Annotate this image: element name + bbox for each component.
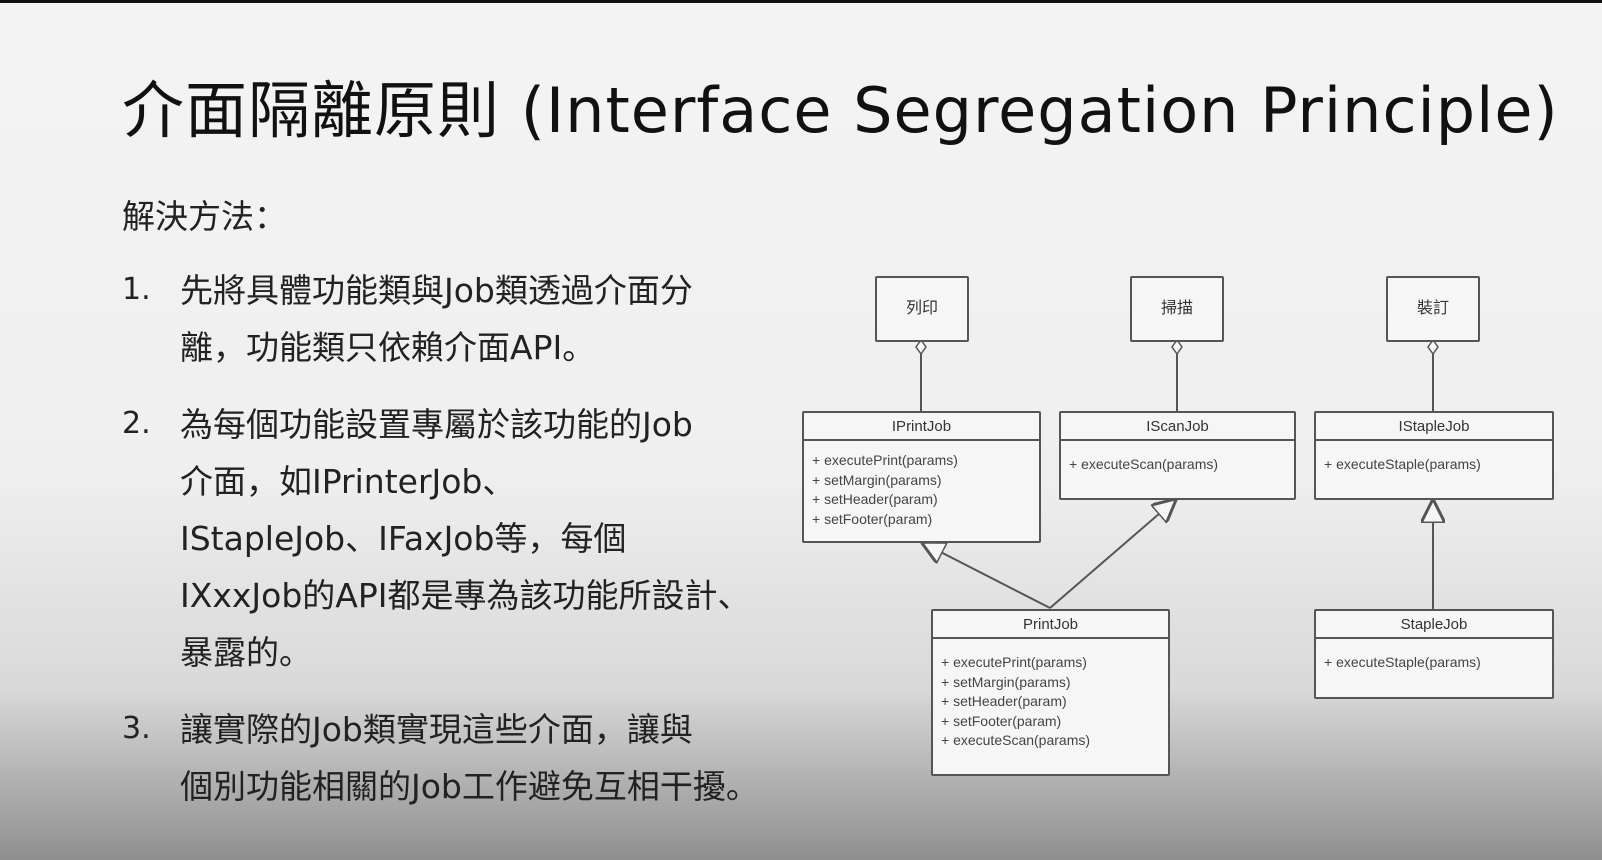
step-2: 2. 為每個功能設置專屬於該功能的Job 介面，如IPrinterJob、 IS… — [122, 396, 822, 681]
step-line: IXxxJob的API都是專為該功能所設計、 — [180, 576, 751, 615]
step-line: 暴露的。 — [180, 633, 312, 672]
slide-subtitle: 解決方法： — [122, 197, 287, 236]
method: + setHeader(param) — [941, 693, 1067, 709]
class-iscanjob: IScanJob + executeScan(params) — [1059, 411, 1296, 500]
class-name: IPrintJob — [804, 413, 1039, 441]
class-name: IScanJob — [1061, 413, 1294, 441]
class-methods: + executeStaple(params) — [1316, 639, 1552, 673]
method: + executeStaple(params) — [1324, 654, 1481, 670]
method: + executePrint(params) — [812, 452, 958, 468]
uml-connectors — [915, 338, 1560, 609]
step-3: 3. 讓實際的Job類實現這些介面，讓與 個別功能相關的Job工作避免互相干擾。 — [122, 701, 822, 815]
top-border — [0, 0, 1602, 3]
feature-scan: 掃描 — [1130, 276, 1224, 342]
step-number: 1. — [122, 272, 151, 307]
class-name: IStapleJob — [1316, 413, 1552, 441]
class-printjob: PrintJob + executePrint(params) + setMar… — [931, 609, 1170, 776]
class-iprintjob: IPrintJob + executePrint(params) + setMa… — [802, 411, 1041, 543]
class-staplejob: StapleJob + executeStaple(params) — [1314, 609, 1554, 699]
method: + executeStaple(params) — [1324, 456, 1481, 472]
class-methods: + executeStaple(params) — [1316, 441, 1552, 475]
step-text: 先將具體功能類與Job類透過介面分 離，功能類只依賴介面API。 — [180, 262, 800, 376]
method: + executeScan(params) — [941, 732, 1091, 748]
step-line: 離，功能類只依賴介面API。 — [180, 328, 596, 367]
slide-title: 介面隔離原則 (Interface Segregation Principle) — [122, 74, 1559, 147]
method: + executePrint(params) — [941, 654, 1087, 670]
feature-label: 列印 — [905, 300, 938, 317]
feature-print: 列印 — [875, 276, 969, 342]
step-1: 1. 先將具體功能類與Job類透過介面分 離，功能類只依賴介面API。 — [122, 262, 822, 376]
feature-label: 掃描 — [1160, 300, 1193, 317]
class-methods: + executeScan(params) — [1061, 441, 1294, 475]
step-line: 個別功能相關的Job工作避免互相干擾。 — [180, 767, 759, 806]
method: + setFooter(param) — [812, 510, 933, 527]
realization-links — [923, 500, 1433, 609]
class-methods: + executePrint(params) + setMargin(param… — [933, 639, 1168, 751]
step-line: 讓實際的Job類實現這些介面，讓與 — [180, 710, 693, 749]
feature-staple: 裝訂 — [1386, 276, 1480, 342]
feature-label: 裝訂 — [1416, 300, 1449, 317]
method: + setMargin(params) — [941, 673, 1071, 690]
method: + executeScan(params) — [1069, 456, 1219, 472]
class-name: PrintJob — [933, 611, 1168, 639]
steps-list: 1. 先將具體功能類與Job類透過介面分 離，功能類只依賴介面API。 2. 為… — [122, 262, 822, 835]
step-text: 讓實際的Job類實現這些介面，讓與 個別功能相關的Job工作避免互相干擾。 — [180, 701, 800, 815]
method: + setFooter(param) — [941, 712, 1062, 729]
step-line: 介面，如IPrinterJob、 — [180, 462, 516, 501]
method: + setMargin(params) — [812, 471, 942, 488]
step-line: IStapleJob、IFaxJob等，每個 — [180, 519, 627, 558]
step-number: 2. — [122, 406, 151, 441]
method: + setHeader(param) — [812, 491, 938, 507]
step-line: 為每個功能設置專屬於該功能的Job — [180, 405, 693, 444]
aggregation-links — [915, 338, 1439, 411]
step-text: 為每個功能設置專屬於該功能的Job 介面，如IPrinterJob、 IStap… — [180, 396, 800, 681]
class-istaplejob: IStapleJob + executeStaple(params) — [1314, 411, 1554, 500]
step-number: 3. — [122, 711, 151, 746]
class-name: StapleJob — [1316, 611, 1552, 639]
uml-diagram: 列印 掃描 裝訂 IPrintJob + executePrint(params… — [800, 268, 1560, 788]
step-line: 先將具體功能類與Job類透過介面分 — [180, 271, 693, 310]
class-methods: + executePrint(params) + setMargin(param… — [804, 441, 1039, 529]
